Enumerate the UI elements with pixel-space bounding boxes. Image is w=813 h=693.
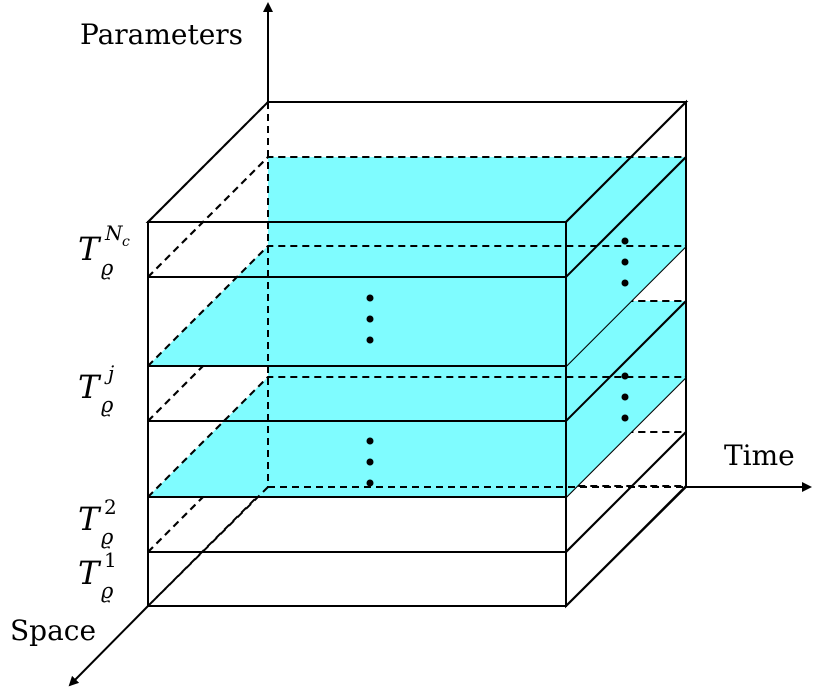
continuation-dots [366, 237, 629, 487]
block-outline [565, 102, 687, 607]
ellipsis-dot [621, 237, 629, 245]
slice-label-2: T ϱ 2 [78, 495, 117, 549]
ellipsis-dot [621, 372, 629, 380]
svg-text:ϱ: ϱ [101, 256, 114, 280]
hidden-edges [147, 102, 686, 607]
svg-text:T: T [78, 500, 102, 538]
ellipsis-dot [366, 458, 374, 466]
svg-text:T: T [78, 368, 102, 406]
svg-text:2: 2 [104, 495, 117, 519]
ellipsis-dot [366, 437, 374, 445]
svg-text:T: T [78, 230, 102, 268]
ellipsis-dot [621, 414, 629, 422]
svg-text:c: c [122, 234, 130, 250]
slab-floor-face [148, 377, 686, 497]
svg-text:j: j [104, 361, 114, 385]
ellipsis-dot [366, 336, 374, 344]
parameters-axis-label: Parameters [80, 18, 243, 51]
time-axis-label: Time [724, 439, 795, 472]
slab-front-face [147, 551, 567, 607]
svg-text:1: 1 [104, 548, 117, 572]
slice-label-1: T ϱ 1 [78, 548, 117, 603]
slab-back-face [268, 157, 686, 246]
ellipsis-dot [621, 258, 629, 266]
ellipsis-dot [366, 479, 374, 487]
ellipsis-dot [366, 294, 374, 302]
svg-text:ϱ: ϱ [101, 579, 114, 603]
slice-label-n: T ϱ N c [78, 221, 130, 280]
hidden-back-edge [147, 376, 686, 498]
svg-text:T: T [78, 554, 102, 592]
space-axis-label: Space [10, 614, 96, 647]
ellipsis-dot [621, 279, 629, 287]
hidden-back-edge [147, 485, 686, 607]
ellipsis-dot [366, 315, 374, 323]
svg-text:ϱ: ϱ [101, 525, 114, 549]
space-axis [68, 605, 149, 687]
slice-label-j: T ϱ j [78, 361, 114, 417]
svg-text:ϱ: ϱ [101, 393, 114, 417]
svg-text:N: N [104, 221, 124, 245]
ellipsis-dot [621, 393, 629, 401]
slabs [145, 99, 689, 609]
